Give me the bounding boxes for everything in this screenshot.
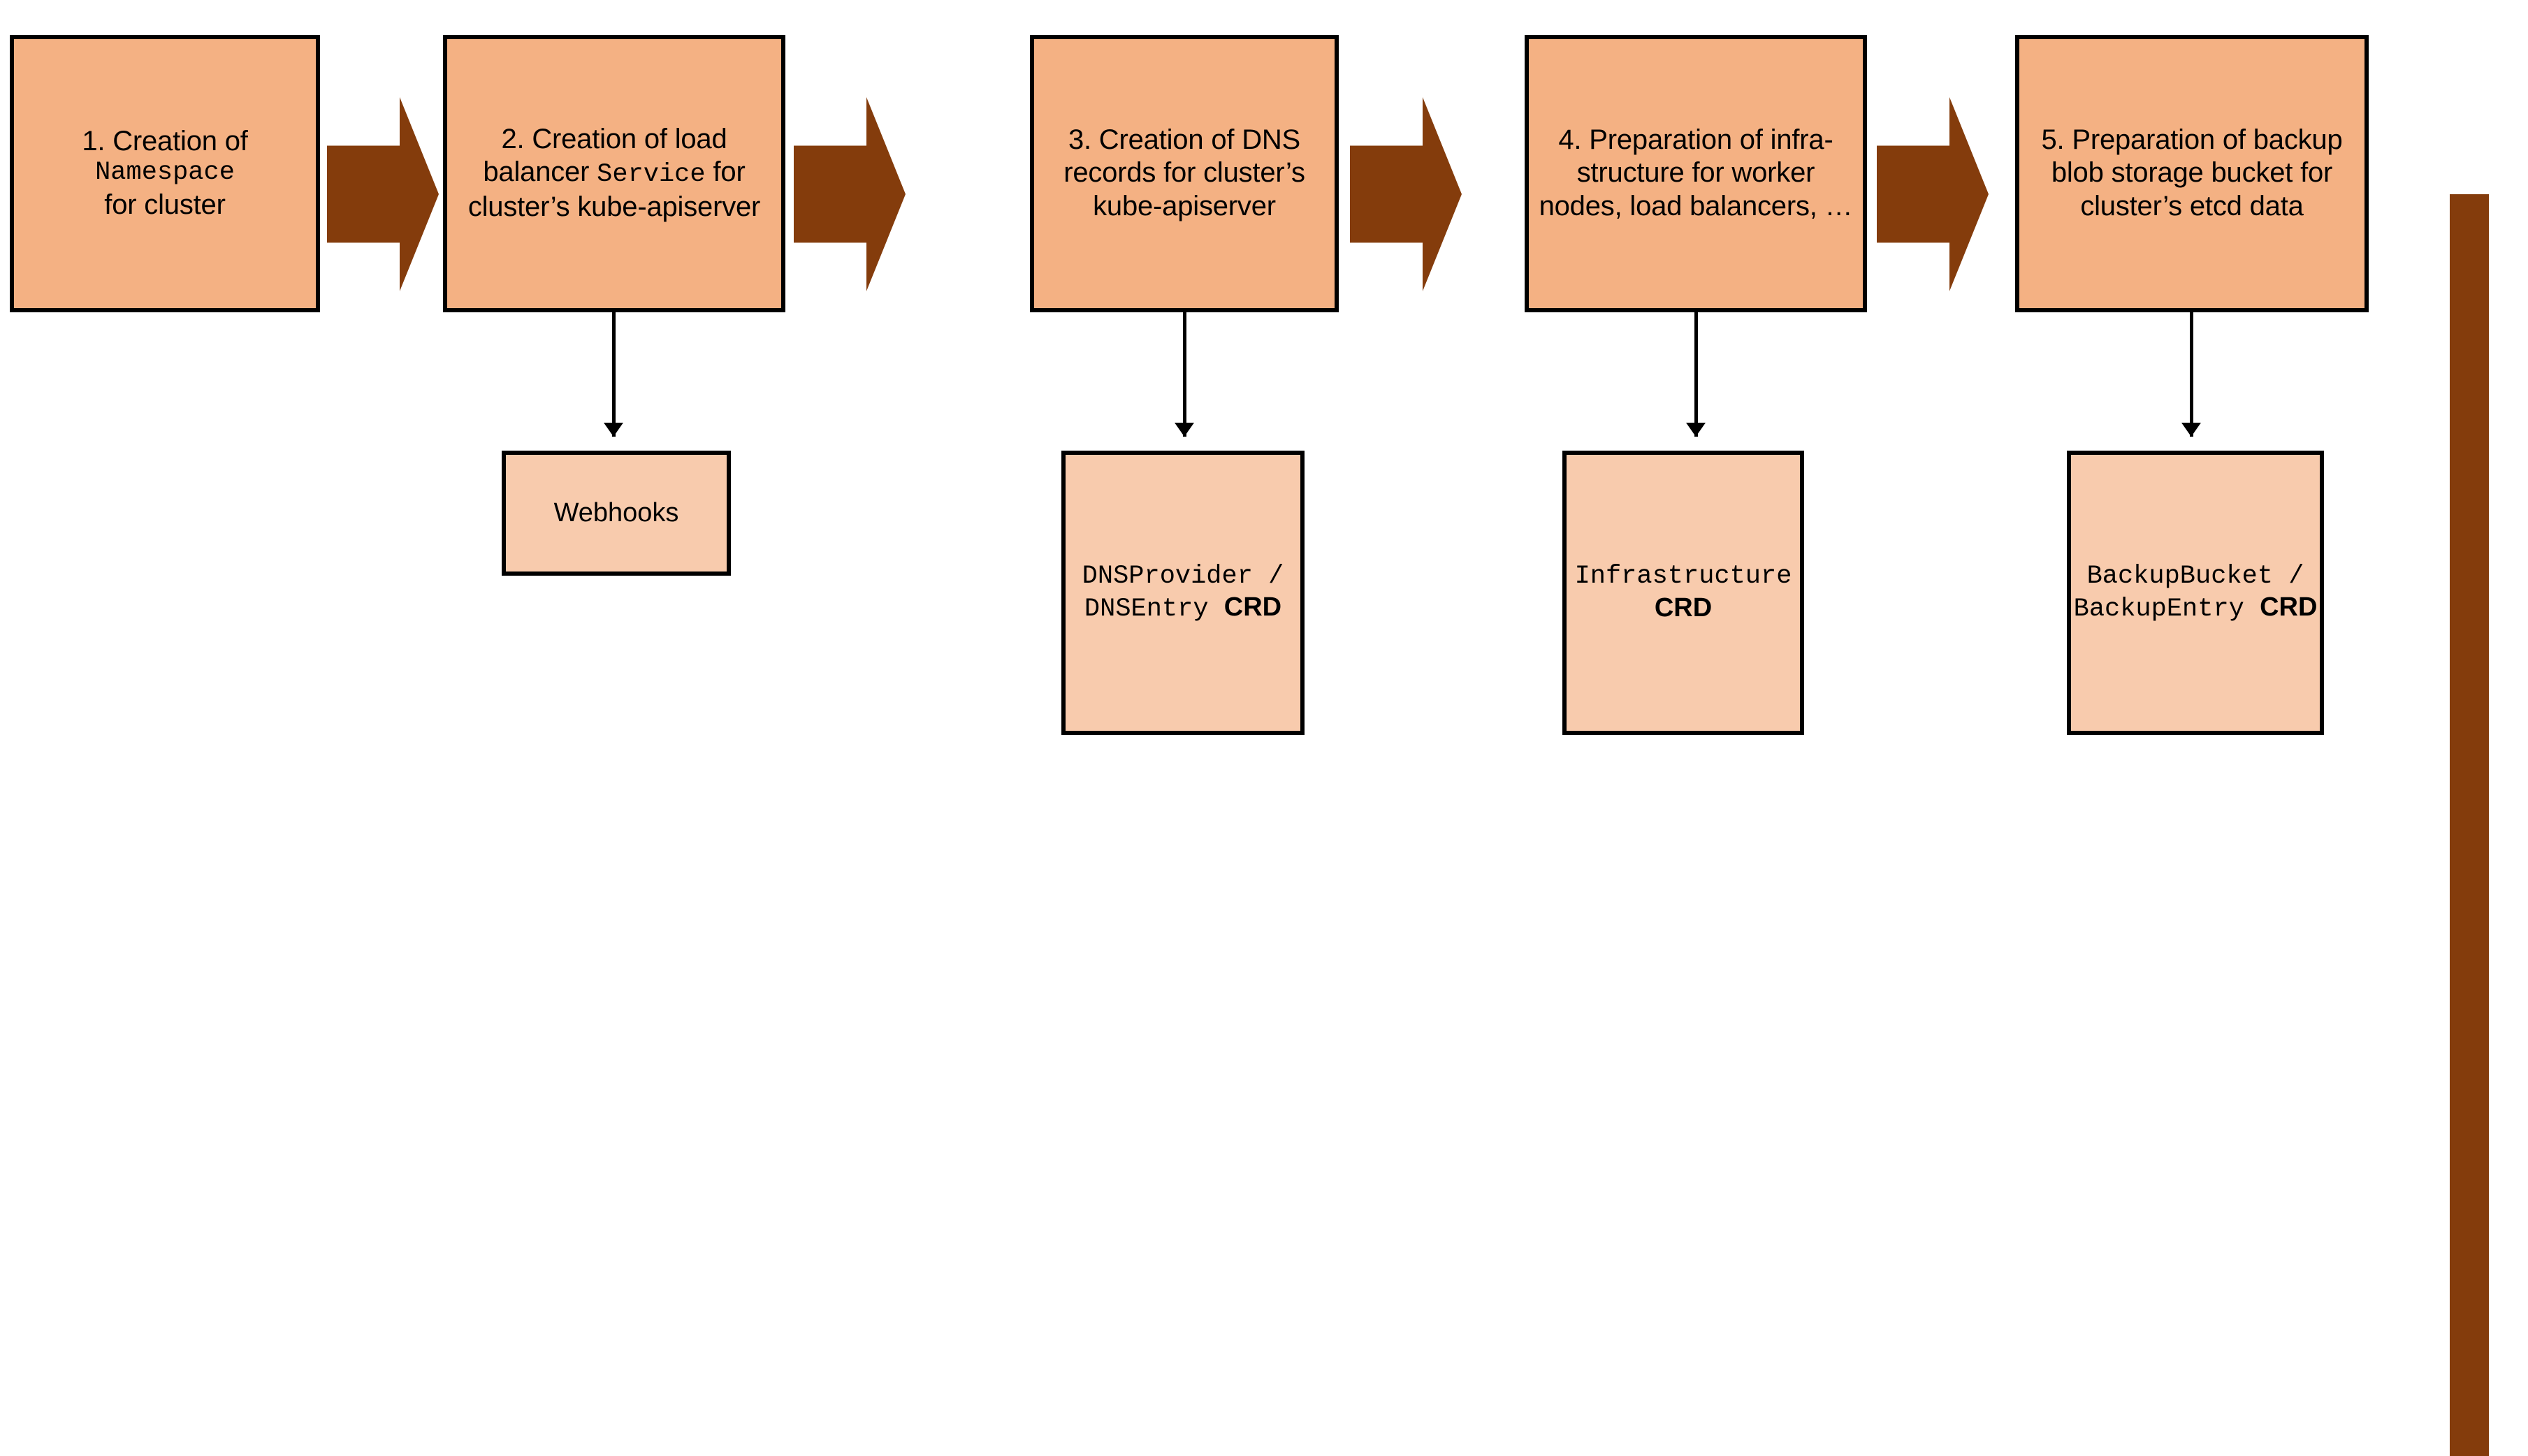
arrow-step4-to-step5 — [1877, 96, 1989, 291]
step-4-line-3: nodes, load balancers, … — [1539, 190, 1853, 221]
step-2-line-2-post: for — [705, 156, 746, 188]
connector-step-3 — [1183, 312, 1186, 437]
step-3-box[interactable]: 3. Creation of DNS records for cluster’s… — [1030, 34, 1339, 312]
step-3-crd-label: CRD — [1223, 592, 1282, 622]
step-1-box[interactable]: 1. Creation of Namespace for cluster — [10, 34, 320, 312]
step-2-line-2-pre: balancer — [483, 156, 597, 188]
step-1-line-2: Namespace — [95, 158, 235, 188]
step-4-line-1: 4. Preparation of infra- — [1558, 124, 1833, 156]
step-2-sub-label: Webhooks — [553, 497, 679, 527]
step-1-line-3: for cluster — [104, 189, 226, 220]
step-2-box[interactable]: 2. Creation of load balancer Service for… — [443, 34, 785, 312]
step-2-resource-service: Service — [597, 160, 706, 190]
step-3-line-1: 3. Creation of DNS — [1068, 124, 1301, 156]
connector-step-2-arrowhead — [604, 423, 623, 437]
step-5-line-2: blob storage bucket for — [2051, 157, 2333, 189]
step-2-line-2: balancer Service for — [483, 156, 745, 191]
step-4-sub-line-1: Infrastructure — [1574, 562, 1792, 592]
step-3-resource-dnsentry: DNSEntry — [1084, 594, 1224, 624]
step-3-sub-line-2: DNSEntry CRD — [1084, 592, 1281, 625]
step-4-crd-label: CRD — [1654, 592, 1713, 623]
step-5-resource-backupentry: BackupEntry — [2073, 594, 2260, 624]
arrow-step1-to-step2 — [327, 96, 439, 291]
step-4-sub-box[interactable]: Infrastructure CRD — [1562, 451, 1804, 735]
step-3-sub-box[interactable]: DNSProvider / DNSEntry CRD — [1061, 451, 1305, 735]
step-3-sub-cell-crd: DNSProvider / DNSEntry CRD — [1066, 455, 1300, 731]
arrow-step2-to-step3 — [794, 96, 906, 291]
step-4-sub-cell-crd: Infrastructure CRD — [1567, 455, 1800, 731]
step-5-sub-line-2: BackupEntry CRD — [2074, 592, 2318, 625]
step-2-sub-cell-webhooks: Webhooks — [506, 455, 727, 572]
step-5-sub-box[interactable]: BackupBucket / BackupEntry CRD — [2067, 451, 2324, 735]
step-3-sub-line-1: DNSProvider / — [1082, 561, 1284, 591]
step-2-sub-box[interactable]: Webhooks — [502, 451, 731, 576]
connector-step-3-arrowhead — [1175, 423, 1194, 437]
step-3-line-2: records for cluster’s — [1063, 157, 1305, 189]
step-4-line-2: structure for worker — [1576, 157, 1815, 189]
step-5-crd-label: CRD — [2260, 592, 2318, 622]
connector-step-5-arrowhead — [2181, 423, 2201, 437]
connector-step-5 — [2190, 312, 2193, 437]
arrow-step3-to-step4 — [1350, 96, 1462, 291]
arrow-step5-to-step6-elbow — [2373, 97, 2528, 1456]
step-5-line-3: cluster’s etcd data — [2080, 190, 2304, 221]
step-4-box[interactable]: 4. Preparation of infra- structure for w… — [1525, 34, 1867, 312]
step-5-box[interactable]: 5. Preparation of backup blob storage bu… — [2015, 34, 2369, 312]
step-2-line-1: 2. Creation of load — [501, 124, 727, 155]
step-1-line-1: 1. Creation of — [82, 126, 248, 157]
connector-step-2 — [612, 312, 616, 437]
connector-step-4-arrowhead — [1686, 423, 1706, 437]
step-5-sub-cell-crd: BackupBucket / BackupEntry CRD — [2071, 455, 2320, 731]
flow-diagram: 1. Creation of Namespace for cluster 2. … — [10, 34, 2489, 1456]
step-3-line-3: kube-apiserver — [1093, 190, 1276, 221]
connector-step-4 — [1694, 312, 1698, 437]
step-2-line-3: cluster’s kube-apiserver — [467, 191, 761, 222]
step-5-line-1: 5. Preparation of backup — [2041, 124, 2343, 156]
step-5-sub-line-1: BackupBucket / — [2086, 561, 2304, 591]
